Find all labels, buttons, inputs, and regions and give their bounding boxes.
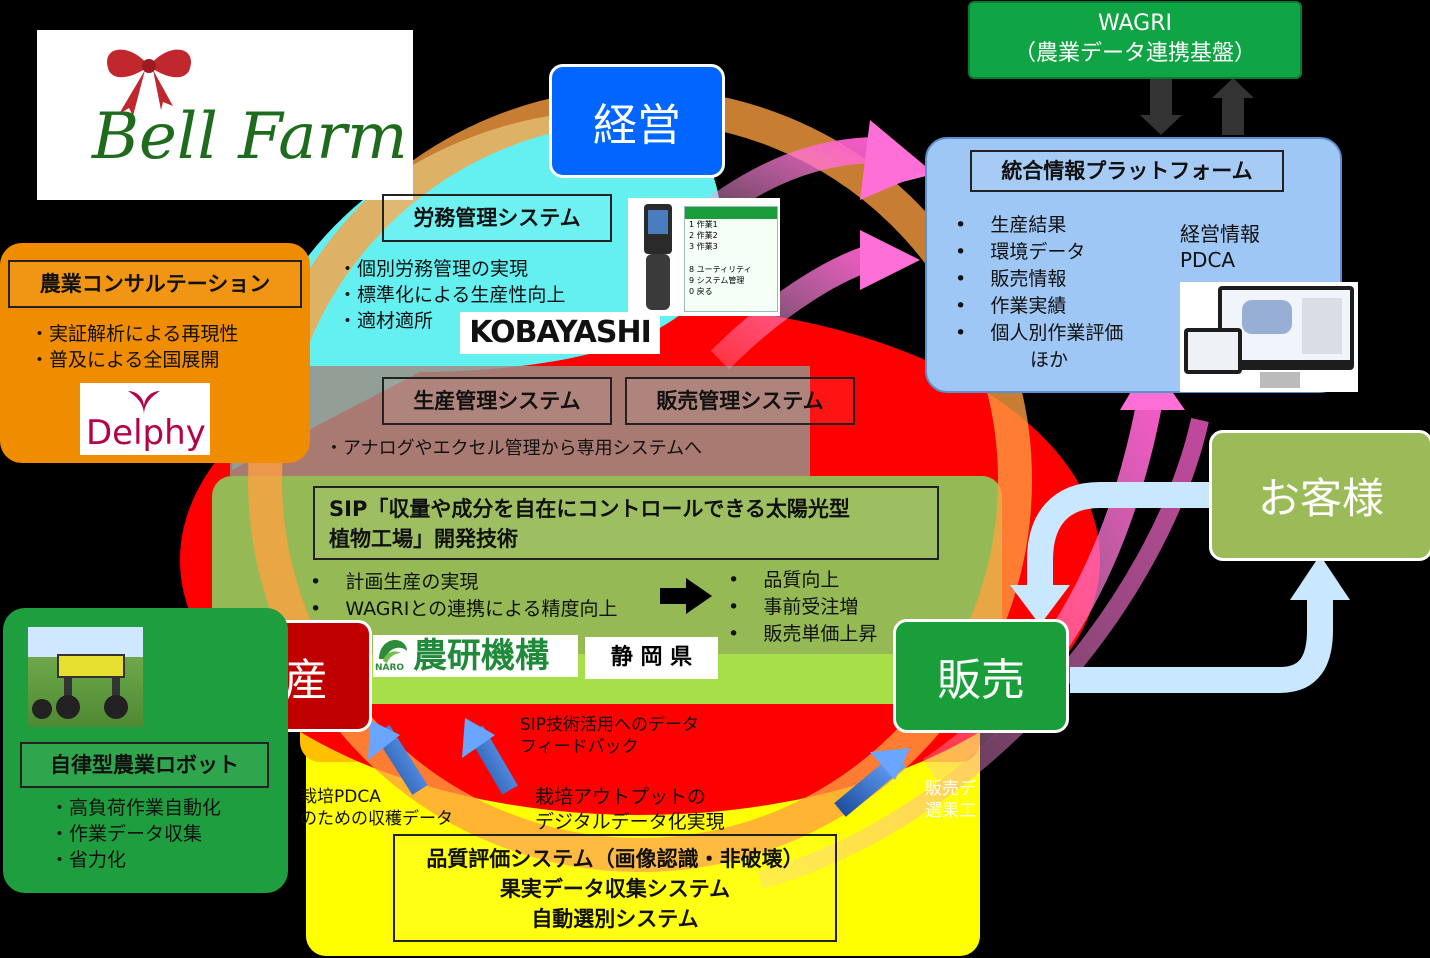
- delphy-logo: Delphy: [80, 383, 210, 455]
- grey-band: [230, 366, 810, 476]
- blue-loop-upper: [1027, 482, 1215, 600]
- platform-items: • 生産結果 • 環境データ • 販売情報 • 作業実績 • 個人別作業評価 ほ…: [955, 212, 1123, 374]
- sip-title-line1: SIP「収量や成分を自在にコントロールできる太陽光型: [329, 497, 850, 521]
- device-menu-item: 0 戻る: [689, 287, 713, 296]
- platform-item: • 生産結果: [955, 214, 1067, 236]
- hanbai-box: 販売: [893, 619, 1069, 733]
- naro-icon: [379, 640, 407, 663]
- sales-mgmt-title: 販売管理システム: [625, 377, 855, 425]
- sip-title-line2: 植物工場」開発技術: [329, 527, 518, 551]
- noken-text: 農研機構: [413, 636, 549, 676]
- feedback-pdca-1: 栽培PDCA: [300, 787, 381, 807]
- naro-logo: NARO 農研機構: [373, 635, 578, 677]
- bell-farm-logo: Bell Farm: [37, 30, 413, 200]
- consulting-title: 農業コンサルテーション: [8, 260, 302, 308]
- shizuoka-logo: 静 岡 県: [585, 637, 718, 679]
- sip-left-item: • WAGRIとの連携による精度向上: [310, 598, 618, 620]
- production-mgmt-title: 生産管理システム: [382, 377, 612, 425]
- quality-line2: 果実データ収集システム: [499, 877, 731, 901]
- keiei-box: 経営: [549, 64, 725, 178]
- robot-image: [28, 627, 143, 727]
- device-menu-item: 8 ユーティリティ: [689, 265, 752, 274]
- platform-item: • 作業実績: [955, 295, 1067, 317]
- platform-title: 統合情報プラットフォーム: [970, 150, 1284, 192]
- okyakusama-box: お客様: [1209, 430, 1430, 561]
- feedback-sip-2: フィードバック: [520, 737, 639, 757]
- quality-line1: 品質評価システム（画像認識・非破壊）: [426, 847, 804, 871]
- robot-icon: [32, 654, 128, 719]
- platform-item: • 個人別作業評価: [955, 322, 1124, 344]
- handheld-icon: [644, 204, 672, 310]
- analog-note: ・アナログやエクセル管理から専用システムへ: [325, 438, 703, 459]
- ribbon-icon: [107, 49, 191, 116]
- device-menu-item: 3 作業3: [689, 242, 718, 251]
- consulting-item: ・普及による全国展開: [30, 349, 220, 371]
- feedback-pdca-2: のための収穫データ: [300, 809, 453, 829]
- handheld-device-image: 1 作業1 2 作業2 3 作業3 8 ユーティリティ 9 システム管理 0 戻…: [628, 198, 780, 316]
- platform-result-2: PDCA: [1180, 248, 1236, 272]
- platform-result-1: 経営情報: [1180, 222, 1260, 246]
- wagri-box: WAGRI （農業データ連携基盤）: [968, 1, 1302, 79]
- sip-right-item: • 品質向上: [728, 569, 840, 591]
- robot-title: 自律型農業ロボット: [20, 742, 269, 788]
- dashboard-image: [1180, 282, 1358, 392]
- kobayashi-logo: KOBAYASHI: [460, 312, 660, 354]
- sip-left-items: • 計画生産の実現 • WAGRIとの連携による精度向上: [310, 569, 618, 623]
- platform-item: • 販売情報: [955, 268, 1067, 290]
- platform-item: • 環境データ: [955, 241, 1086, 263]
- wagri-subtitle: （農業データ連携基盤）: [1013, 41, 1256, 66]
- sip-right-item: • 事前受注増: [728, 596, 859, 618]
- robot-item: ・省力化: [50, 849, 127, 871]
- sip-left-item: • 計画生産の実現: [310, 571, 479, 593]
- labor-item: ・標準化による生産性向上: [338, 284, 566, 306]
- sip-right-item: • 販売単価上昇: [728, 623, 878, 645]
- device-menu-item: 9 システム管理: [689, 276, 745, 285]
- labor-title: 労務管理システム: [382, 194, 612, 242]
- leaf-icon: [128, 391, 160, 415]
- consulting-item: ・実証解析による再現性: [30, 323, 239, 345]
- platform-item-tail: ほか: [1030, 349, 1069, 371]
- green-band: [212, 476, 1002, 656]
- blue-loop-lower: [1070, 590, 1333, 693]
- kobayashi-text: KOBAYASHI: [469, 315, 652, 350]
- robot-item: ・高負荷作業自動化: [50, 797, 222, 819]
- feedback-sales-1: 販売デ: [925, 779, 976, 799]
- wagri-title: WAGRI: [1097, 11, 1173, 36]
- labor-item: ・個別労務管理の実現: [338, 258, 529, 280]
- naro-text: NARO: [375, 663, 405, 673]
- labor-item: ・適材適所: [338, 310, 434, 332]
- feedback-sip-1: SIP技術活用へのデータ: [520, 715, 700, 735]
- sip-title: SIP「収量や成分を自在にコントロールできる太陽光型 植物工場」開発技術: [313, 486, 939, 560]
- feedback-output-2: デジタルデータ化実現: [535, 811, 725, 833]
- device-menu-item: 1 作業1: [689, 220, 718, 229]
- feedback-sales-2: 選果工: [925, 801, 976, 821]
- pink-arrow-3: [922, 397, 1163, 781]
- bell-farm-text: Bell Farm: [92, 100, 408, 174]
- shizuoka-text: 静 岡 県: [610, 645, 693, 670]
- quality-line3: 自動選別システム: [531, 907, 699, 931]
- robot-item: ・作業データ収集: [50, 823, 203, 845]
- delphy-text: Delphy: [86, 413, 206, 453]
- device-menu-item: 2 作業2: [689, 231, 718, 240]
- feedback-output-1: 栽培アウトプットの: [535, 786, 707, 808]
- sip-right-items: • 品質向上 • 事前受注増 • 販売単価上昇: [728, 567, 877, 648]
- quality-box: 品質評価システム（画像認識・非破壊） 果実データ収集システム 自動選別システム: [393, 834, 837, 942]
